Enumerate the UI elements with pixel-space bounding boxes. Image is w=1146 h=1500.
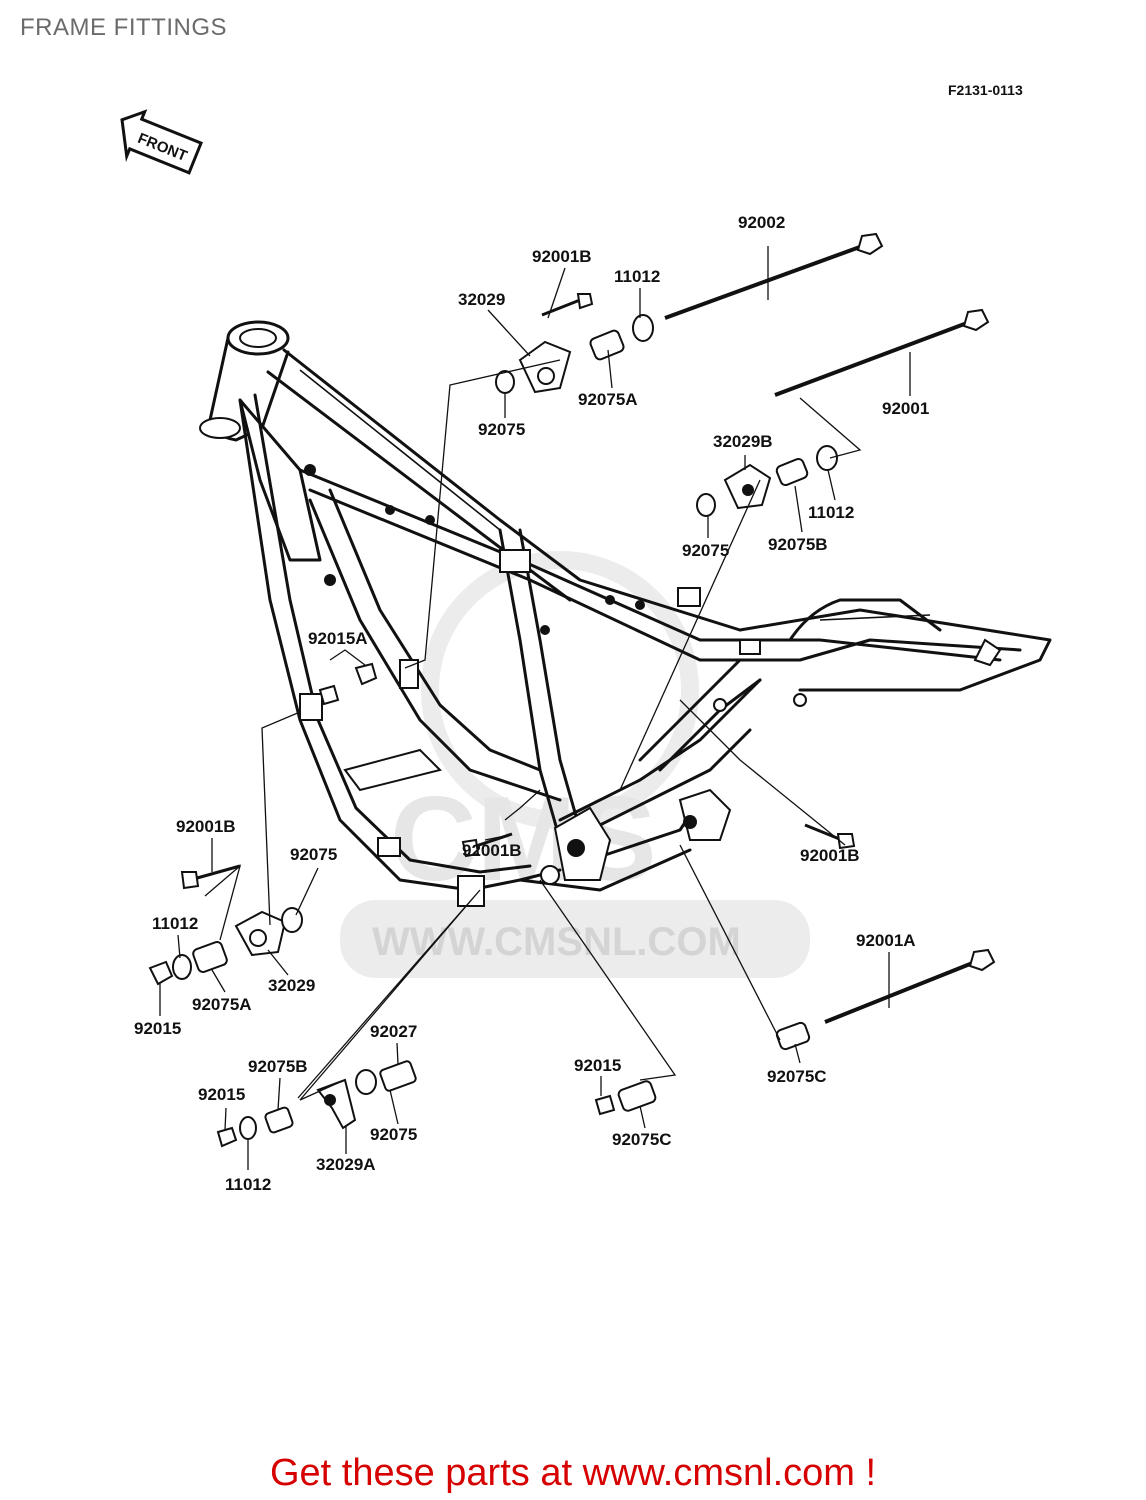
label-92015-left: 92015 — [134, 1019, 181, 1038]
label-92075-left: 92075 — [290, 845, 337, 864]
label-32029-top: 32029 — [458, 290, 505, 309]
label-32029-left: 32029 — [268, 976, 315, 995]
label-11012-lower: 11012 — [225, 1175, 271, 1194]
label-92015-lower-left: 92015 — [198, 1085, 245, 1104]
label-92075b-lower: 92075B — [248, 1057, 308, 1076]
bolt-92001a-icon — [824, 948, 996, 1024]
footer-promo-text: Get these parts at www.cmsnl.com ! — [269, 1452, 877, 1494]
label-92001b-right: 92001B — [800, 846, 860, 865]
watermark: CMS WWW.CMSNL.COM — [340, 551, 810, 978]
label-92001b-top: 92001B — [532, 247, 592, 266]
mount-upper-rear — [696, 445, 838, 517]
mount-swingarm-pivot — [318, 662, 856, 1116]
label-92075-lower: 92075 — [370, 1125, 417, 1144]
label-11012-top: 11012 — [614, 267, 660, 286]
mount-lower-rear — [216, 1060, 417, 1148]
label-92075-top: 92075 — [478, 420, 525, 439]
label-92075c-center: 92075C — [612, 1130, 672, 1149]
mount-lower-front — [148, 864, 303, 986]
label-92001b-center: 92001B — [462, 841, 522, 860]
label-92075a-left: 92075A — [192, 995, 252, 1014]
label-92027: 92027 — [370, 1022, 417, 1041]
bolt-92002-icon — [664, 232, 884, 320]
label-92075-right: 92075 — [682, 541, 729, 560]
page-title: FRAME FITTINGS — [20, 14, 227, 41]
part-labels: 92002 92001B 11012 32029 92075A 92075 92… — [134, 213, 929, 1194]
label-32029b: 32029B — [713, 432, 773, 451]
label-11012-left: 11012 — [152, 914, 198, 933]
leader-lines — [159, 246, 911, 1170]
label-92001b-left: 92001B — [176, 817, 236, 836]
label-92075b-right: 92075B — [768, 535, 828, 554]
motorcycle-frame — [199, 320, 1052, 907]
label-92015a: 92015A — [308, 629, 368, 648]
label-92015-center: 92015 — [574, 1056, 621, 1075]
mount-upper-front — [495, 293, 654, 394]
label-11012-right: 11012 — [808, 503, 854, 522]
figure-code: F2131-0113 — [948, 82, 1023, 98]
label-92001: 92001 — [882, 399, 929, 418]
front-arrow-icon: FRONT — [120, 109, 203, 175]
label-92001a: 92001A — [856, 931, 916, 950]
label-32029a: 32029A — [316, 1155, 376, 1174]
watermark-url: WWW.CMSNL.COM — [372, 920, 741, 964]
label-92075c-right: 92075C — [767, 1067, 827, 1086]
label-92002: 92002 — [738, 213, 785, 232]
label-92075a-top: 92075A — [578, 390, 638, 409]
bolt-92001-icon — [774, 308, 990, 397]
